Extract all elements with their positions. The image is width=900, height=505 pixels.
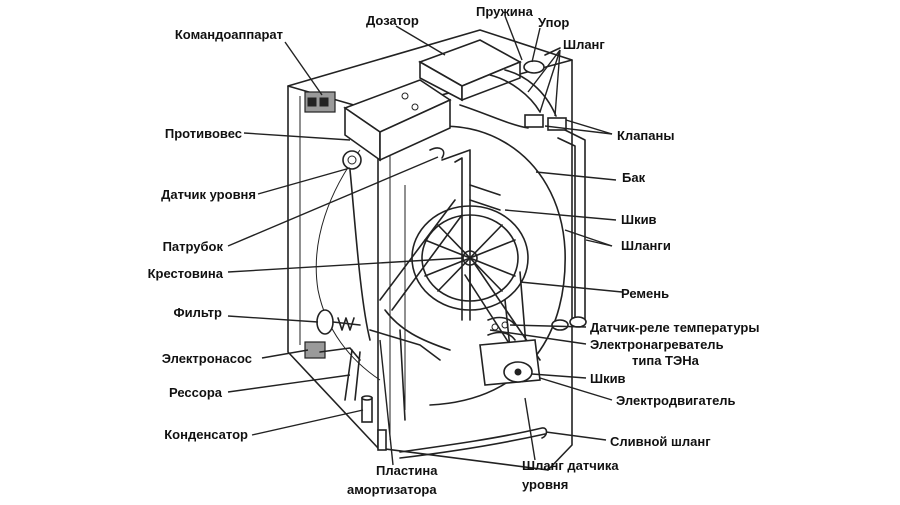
label-valves: Клапаны bbox=[617, 128, 675, 143]
nozzle bbox=[429, 147, 445, 159]
drain-hose bbox=[399, 427, 548, 459]
label-damper-line2: амортизатора bbox=[347, 482, 437, 497]
capacitor bbox=[361, 395, 387, 451]
leader-lines bbox=[227, 15, 623, 466]
label-heater-line1: Электронагреватель bbox=[590, 337, 724, 352]
damper-plate bbox=[369, 309, 451, 421]
label-pulley-top: Шкив bbox=[621, 212, 657, 227]
command-apparatus bbox=[304, 91, 336, 113]
dispenser bbox=[418, 39, 522, 102]
pulley-wheel bbox=[411, 205, 529, 311]
hoses bbox=[551, 129, 587, 331]
pump-assembly bbox=[304, 309, 361, 401]
label-counterweight: Противовес bbox=[164, 126, 242, 141]
label-hose: Шланг bbox=[563, 37, 605, 52]
label-hoses: Шланги bbox=[621, 238, 671, 253]
label-heater-line2: типа ТЭНа bbox=[632, 353, 699, 368]
counterweight bbox=[343, 79, 452, 162]
label-nozzle: Патрубок bbox=[162, 239, 223, 254]
label-sensor-hose-line2: уровня bbox=[522, 477, 569, 492]
heater bbox=[487, 316, 516, 341]
label-cross: Крестовина bbox=[147, 266, 223, 281]
level-sensor bbox=[342, 150, 371, 341]
label-level-sensor: Датчик уровня bbox=[161, 187, 256, 202]
label-dispenser: Дозатор bbox=[366, 13, 419, 28]
valves bbox=[459, 47, 567, 131]
label-pump: Электронасос bbox=[161, 351, 252, 366]
label-command-apparatus: Командоаппарат bbox=[174, 27, 283, 42]
electric-motor bbox=[479, 339, 541, 386]
label-stop: Упор bbox=[538, 15, 570, 30]
label-damper-line1: Пластина bbox=[376, 463, 438, 478]
label-spring: Пружина bbox=[476, 4, 533, 19]
label-motor: Электродвигатель bbox=[616, 393, 736, 408]
label-tank: Бак bbox=[622, 170, 646, 185]
label-capacitor: Конденсатор bbox=[164, 427, 248, 442]
label-filter: Фильтр bbox=[173, 305, 222, 320]
label-drain-hose: Сливной шланг bbox=[610, 434, 711, 449]
label-pulley-bottom: Шкив bbox=[590, 371, 626, 386]
label-thermostat: Датчик-реле температуры bbox=[590, 320, 760, 335]
label-sensor-hose-line1: Шланг датчика bbox=[522, 458, 619, 473]
cross-spider bbox=[379, 149, 541, 369]
label-spring-leaf: Рессора bbox=[169, 385, 222, 400]
label-belt: Ремень bbox=[621, 286, 670, 301]
